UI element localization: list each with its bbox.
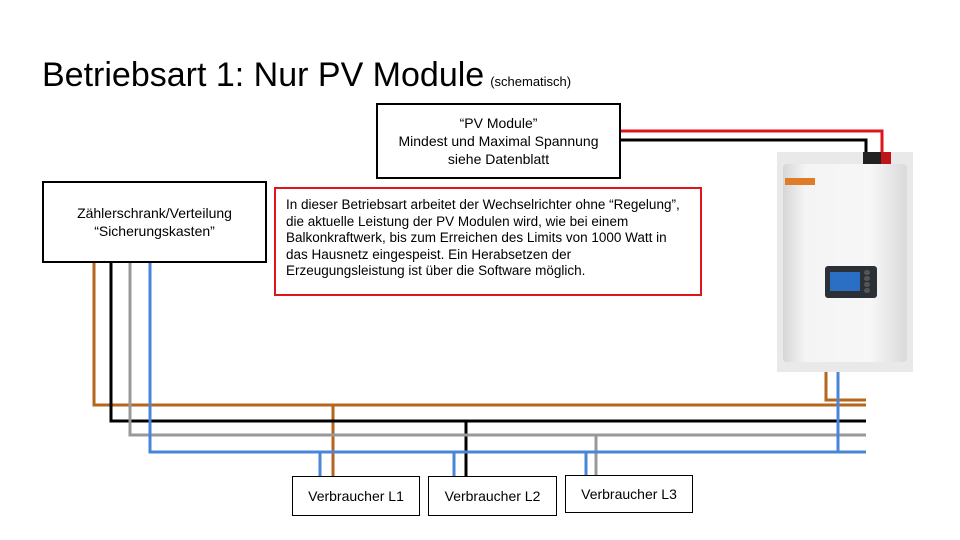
pv-module-line2: Mindest und Maximal Spannung — [398, 133, 599, 149]
operating-mode-note: In dieser Betriebsart arbeitet der Wechs… — [274, 187, 702, 296]
inverter-screen — [830, 272, 860, 291]
wire-l2 — [109, 263, 866, 423]
dc-terminal-negative — [863, 152, 883, 164]
load-l3-box: Verbraucher L3 — [565, 475, 693, 513]
inverter-logo — [785, 178, 815, 185]
meter-cabinet-line2: “Sicherungskasten” — [94, 223, 215, 239]
inverter-buttons — [864, 270, 872, 296]
meter-cabinet-box: Zählerschrank/Verteilung “Sicherungskast… — [42, 181, 267, 263]
wire-l1-inverter — [824, 372, 866, 402]
title-main: Betriebsart 1: Nur PV Module — [42, 56, 485, 94]
load-l1-box: Verbraucher L1 — [292, 476, 420, 516]
title-sub: (schematisch) — [490, 74, 572, 89]
page-title: Betriebsart 1: Nur PV Module (schematisch… — [42, 56, 571, 95]
wire-l3 — [128, 263, 866, 437]
pv-module-line3: siehe Datenblatt — [447, 151, 550, 167]
dc-positive-wire — [621, 129, 884, 158]
wire-l1 — [92, 263, 866, 407]
wire-neutral — [148, 263, 866, 454]
dc-terminal-positive — [881, 152, 891, 164]
inverter-display — [825, 266, 877, 298]
pv-module-box: “PV Module” Mindest und Maximal Spannung… — [376, 103, 621, 179]
load-l2-box: Verbraucher L2 — [428, 476, 557, 516]
pv-module-line1: “PV Module” — [459, 115, 538, 131]
inverter-housing — [783, 164, 907, 362]
meter-cabinet-line1: Zählerschrank/Verteilung — [77, 205, 232, 221]
inverter-device-icon — [777, 152, 913, 372]
